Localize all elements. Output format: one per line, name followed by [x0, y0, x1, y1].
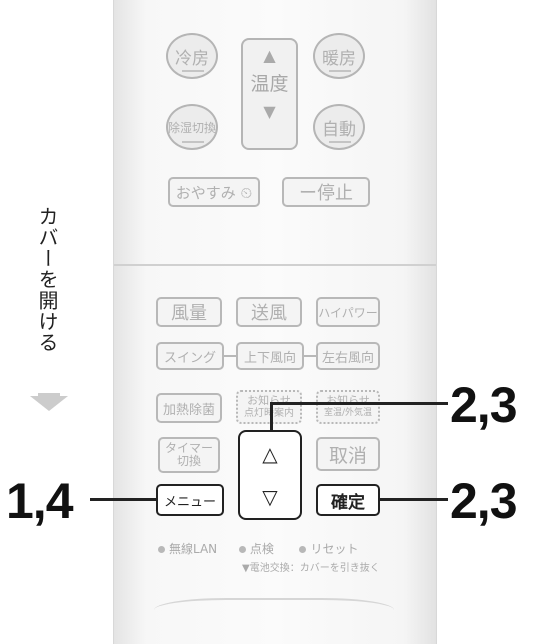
- notice-room-button[interactable]: お知らせ 室温/外気温: [316, 390, 380, 424]
- notice-lamp-line2: 点灯時案内: [244, 408, 294, 419]
- leftright-label: 左右風向: [321, 350, 374, 366]
- callout-line-up: [270, 402, 448, 405]
- down-arrow-icon[interactable]: ▽: [262, 484, 278, 509]
- callout-menu-step: 1,4: [6, 473, 74, 529]
- updown-button[interactable]: 上下風向: [236, 342, 304, 370]
- battery-note: ▼電池交換：カバーを引き抜く: [242, 563, 380, 574]
- callout-up-step: 2,3: [450, 377, 518, 433]
- battery-slot: [154, 598, 394, 622]
- callout-line-confirm: [380, 498, 448, 501]
- open-cover-label: カバーを開ける: [35, 206, 59, 353]
- timer-button[interactable]: タイマー 切換: [158, 437, 220, 473]
- menu-button[interactable]: メニュー: [156, 484, 224, 516]
- stop-label: ー停止: [299, 183, 353, 204]
- dehumid-button[interactable]: 除湿切換: [166, 104, 218, 150]
- fan-volume-button[interactable]: 風量: [156, 297, 222, 327]
- notice-lamp-line1: お知らせ: [247, 394, 291, 407]
- cancel-button[interactable]: 取消: [316, 437, 380, 471]
- temperature-rocker[interactable]: ▲ 温度 ▼: [241, 38, 298, 150]
- heat-dehumid-button[interactable]: 加熱除菌: [156, 393, 222, 423]
- up-arrow-icon[interactable]: △: [262, 441, 278, 466]
- callout-line-menu: [90, 498, 157, 501]
- cool-label: 冷房: [175, 48, 209, 69]
- leftright-button[interactable]: 左右風向: [316, 342, 380, 370]
- wireless-lan-dot-icon: [158, 546, 165, 553]
- heat-button[interactable]: 暖房: [313, 33, 365, 79]
- confirm-button[interactable]: 確定: [316, 484, 380, 516]
- notice-lamp-button[interactable]: お知らせ 点灯時案内: [236, 390, 302, 424]
- reset-dot-icon: [299, 546, 307, 553]
- timer-line2: 切換: [176, 454, 201, 468]
- stop-button[interactable]: ー停止: [282, 177, 370, 207]
- swing-button[interactable]: スイング: [156, 342, 224, 370]
- auto-button[interactable]: 自動: [313, 104, 365, 150]
- indicator-row: 無線LAN 点検 リセット: [158, 540, 359, 557]
- wireless-lan-label: 無線LAN: [169, 542, 218, 556]
- fan-volume-label: 風量: [171, 303, 207, 324]
- notice-room-line1: お知らせ: [326, 394, 370, 407]
- high-power-label: ハイパワー: [318, 305, 378, 320]
- inspect-button[interactable]: 点検: [249, 542, 274, 556]
- sleep-label: おやすみ ⏲: [175, 183, 253, 202]
- auto-label: 自動: [322, 119, 356, 140]
- confirm-label: 確定: [331, 492, 365, 513]
- cancel-label: 取消: [328, 444, 367, 467]
- sleep-button[interactable]: おやすみ ⏲: [168, 177, 260, 207]
- fan-direction-label: 送風: [251, 303, 287, 324]
- fan-direction-button[interactable]: 送風: [236, 297, 302, 327]
- high-power-button[interactable]: ハイパワー: [316, 297, 380, 327]
- menu-label: メニュー: [163, 494, 216, 510]
- reset-button[interactable]: リセット: [310, 542, 359, 556]
- temp-label: 温度: [250, 73, 289, 95]
- notice-room-line2: 室温/外気温: [323, 408, 373, 418]
- swing-label: スイング: [163, 350, 216, 366]
- connector-line: [224, 355, 236, 357]
- cover-edge: [114, 264, 436, 266]
- open-cover-arrow-icon: [30, 396, 68, 411]
- heat-dehumid-label: 加熱除菌: [162, 402, 215, 418]
- callout-confirm-step: 2,3: [450, 473, 518, 529]
- temp-down-icon[interactable]: ▼: [263, 102, 276, 121]
- dehumid-label: 除湿切換: [168, 120, 217, 135]
- updown-label: 上下風向: [243, 350, 296, 366]
- timer-line1: タイマー: [164, 441, 213, 455]
- temp-up-icon[interactable]: ▲: [263, 46, 276, 65]
- connector-line: [304, 355, 316, 357]
- open-cover-arrow-bar: [38, 393, 60, 397]
- callout-line-up-vertical: [270, 402, 273, 432]
- cool-button[interactable]: 冷房: [166, 33, 218, 79]
- inspect-dot-icon: [238, 546, 246, 553]
- up-down-rocker[interactable]: △ ▽: [238, 430, 302, 520]
- heat-label: 暖房: [322, 48, 356, 69]
